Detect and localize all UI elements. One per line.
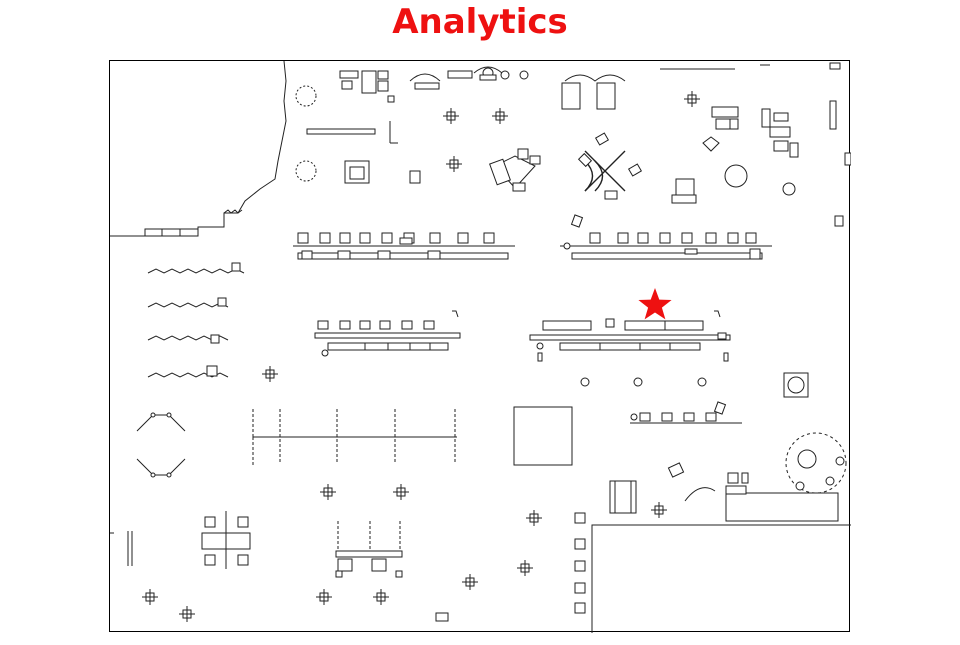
quad-desks-lower-left [201, 511, 251, 569]
location-marker-star[interactable] [638, 288, 672, 320]
lounge-cluster [489, 132, 643, 200]
cross-tables [142, 91, 700, 622]
lower-right-room [591, 480, 851, 633]
zigzag-desks-left [147, 262, 245, 378]
floor-plan-map[interactable] [109, 60, 851, 633]
star-icon[interactable] [637, 287, 673, 323]
page-title: Analytics [392, 2, 568, 42]
round-tables-middle [580, 372, 809, 398]
floor-plan-drawing [110, 61, 851, 633]
wall-boundary-top-left [110, 61, 287, 237]
meeting-room-square [513, 406, 573, 466]
workstation-row-right-middle [529, 310, 731, 362]
bench-desks-bottom [335, 521, 403, 578]
workstation-row-left-middle [314, 310, 461, 357]
top-fixtures [339, 62, 841, 110]
round-tables-upper [295, 85, 421, 184]
left-wall-door [110, 531, 133, 566]
workstation-row-right-upper [560, 214, 772, 260]
fishbone-desks [252, 407, 457, 467]
workstation-row-left-upper [293, 232, 515, 260]
lower-right-lounge [667, 432, 847, 522]
y-desks-left [136, 412, 186, 478]
workstation-row-right-lower [630, 401, 742, 424]
bottom-chairs [435, 512, 586, 622]
upper-right-furniture [671, 100, 851, 227]
